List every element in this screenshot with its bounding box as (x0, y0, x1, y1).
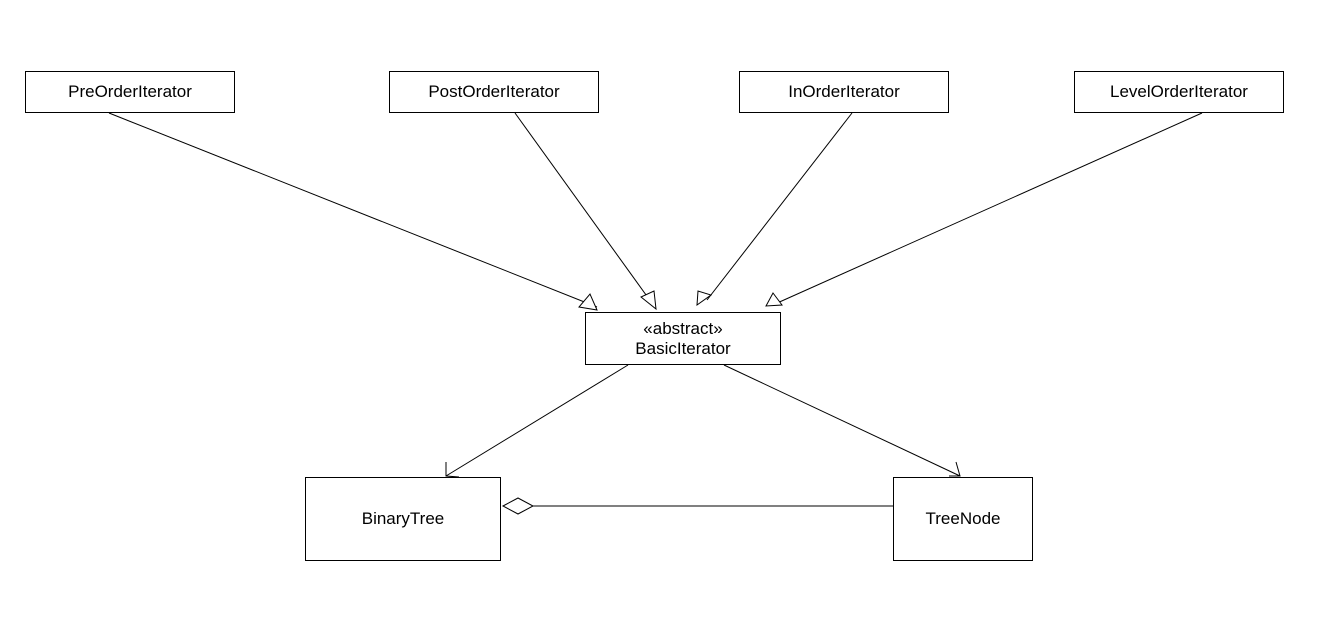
generalization-line-preorder (108, 112, 598, 308)
aggregation-diamond (501, 497, 535, 515)
association-line-binarytree (445, 364, 629, 477)
class-name: PostOrderIterator (428, 82, 560, 101)
class-binarytree[interactable]: BinaryTree (305, 477, 501, 561)
class-name: PreOrderIterator (68, 82, 192, 101)
class-name: BinaryTree (361, 509, 445, 528)
class-name: BasicIterator (635, 338, 731, 358)
class-stereotype: «abstract» (643, 318, 723, 338)
class-levelorderiterator[interactable]: LevelOrderIterator (1074, 71, 1284, 113)
class-name: InOrderIterator (788, 82, 900, 101)
generalization-arrowhead-levelorder (765, 292, 783, 307)
association-arrowhead-treenode (949, 461, 961, 477)
class-treenode[interactable]: TreeNode (893, 477, 1033, 561)
association-arrowhead-binarytree (445, 462, 460, 478)
class-basiciterator[interactable]: «abstract» BasicIterator (585, 312, 781, 365)
class-preorderiterator[interactable]: PreOrderIterator (25, 71, 235, 113)
generalization-line-levelorder (774, 112, 1203, 305)
generalization-arrowhead-inorder (696, 290, 713, 307)
association-line-treenode (723, 364, 961, 477)
generalization-arrowhead-postorder (640, 290, 657, 311)
generalization-line-postorder (514, 112, 655, 307)
class-postorderiterator[interactable]: PostOrderIterator (389, 71, 599, 113)
class-name: TreeNode (925, 509, 1001, 528)
class-name: LevelOrderIterator (1110, 82, 1248, 101)
generalization-line-inorder (706, 112, 853, 301)
class-inorderiterator[interactable]: InOrderIterator (739, 71, 949, 113)
generalization-arrowhead-preorder (578, 293, 598, 311)
